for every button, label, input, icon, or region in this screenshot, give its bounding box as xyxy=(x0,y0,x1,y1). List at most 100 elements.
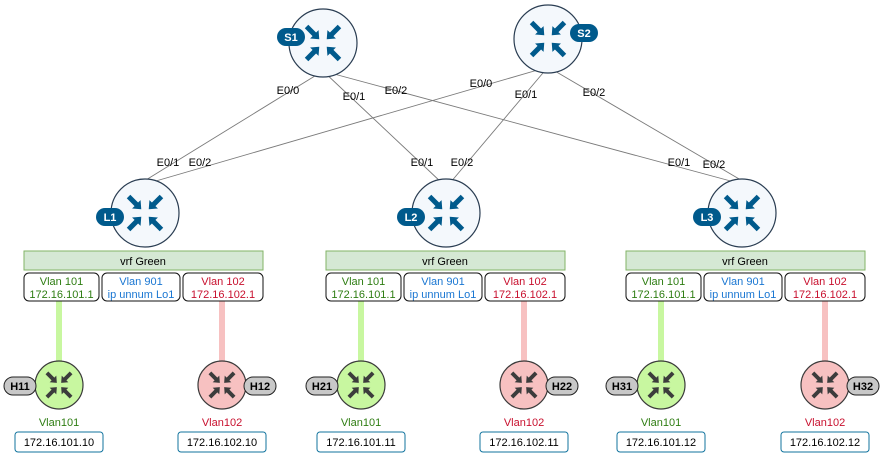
host-ip-address: 172.16.101.10 xyxy=(24,437,94,449)
host-name-badge xyxy=(243,376,277,396)
spine-router-s1[interactable]: S1 xyxy=(277,8,358,78)
spine-port-label: E0/0 xyxy=(277,85,300,97)
router-arrow xyxy=(745,194,761,210)
spine-leaf-link xyxy=(148,66,549,184)
vlan-address: ip unnum Lo1 xyxy=(108,289,175,301)
router-arrow xyxy=(811,371,823,383)
router-arrow xyxy=(208,371,220,383)
router-arrow xyxy=(61,371,73,383)
router-arrow xyxy=(326,46,342,62)
spine-leaf-link xyxy=(140,70,324,184)
links-layer: E0/0E0/1E0/1E0/1E0/2E0/1E0/0E0/2E0/1E0/2… xyxy=(56,66,828,365)
spine-name-label: S1 xyxy=(284,32,297,44)
host-ip-box xyxy=(616,431,706,453)
router-arrow xyxy=(61,387,73,399)
host-ip-address: 172.16.102.10 xyxy=(187,437,257,449)
vlan-address: 172.16.102.1 xyxy=(493,289,557,301)
router-arrow xyxy=(427,216,443,232)
vlan-id: Vlan 901 xyxy=(721,276,764,288)
router-icon-body xyxy=(197,360,247,410)
host-vlan-label: Vlan101 xyxy=(39,417,79,429)
router-arrow xyxy=(363,371,375,383)
vrf-bar xyxy=(325,250,566,271)
host-vlan-label: Vlan102 xyxy=(805,417,845,429)
router-arrow xyxy=(148,194,164,210)
leaf-name-badge xyxy=(693,208,721,226)
leaf-port-label: E0/1 xyxy=(411,157,434,169)
vlan-address: 172.16.101.1 xyxy=(29,289,93,301)
router-arrow xyxy=(224,371,236,383)
router-arrow xyxy=(449,216,465,232)
router-arrow xyxy=(449,194,465,210)
leaf-port-label: E0/2 xyxy=(451,157,474,169)
leaf-port-label: E0/2 xyxy=(703,159,726,171)
router-icon-body xyxy=(636,360,686,410)
vlan-address: ip unnum Lo1 xyxy=(710,289,777,301)
router-arrow xyxy=(326,24,342,40)
router-arrow xyxy=(363,387,375,399)
router-arrow xyxy=(224,387,236,399)
router-icon-body xyxy=(800,360,850,410)
leaf-name-badge xyxy=(96,208,124,226)
spine-port-label: E0/1 xyxy=(343,91,366,103)
router-arrow xyxy=(148,216,164,232)
vlan-id: Vlan 101 xyxy=(342,276,385,288)
spine-name-badge xyxy=(570,24,598,42)
leaf-router-l3[interactable]: L3 xyxy=(693,178,777,248)
router-arrow xyxy=(510,387,522,399)
host-name-badge xyxy=(605,376,639,396)
host-ip-box xyxy=(14,431,104,453)
leaf-name-label: L3 xyxy=(701,212,714,224)
vrf-bar xyxy=(23,250,264,271)
spine-port-label: E0/0 xyxy=(470,78,493,90)
host-ip-address: 172.16.102.11 xyxy=(489,437,559,449)
router-arrow xyxy=(45,371,57,383)
leaf-router-l1[interactable]: L1 xyxy=(96,178,180,248)
spine-router-s2[interactable]: S2 xyxy=(513,4,598,74)
vlan-address: 172.16.101.1 xyxy=(331,289,395,301)
host-ip-address: 172.16.101.12 xyxy=(626,437,696,449)
router-arrow xyxy=(827,371,839,383)
router-arrow xyxy=(126,194,142,210)
router-arrow xyxy=(208,387,220,399)
host-name-badge xyxy=(305,376,339,396)
host-name-badge xyxy=(3,376,37,396)
router-arrow xyxy=(510,371,522,383)
spine-port-label: E0/2 xyxy=(385,85,408,97)
vrf-label: vrf Green xyxy=(120,256,166,268)
vlan-id: Vlan 101 xyxy=(642,276,685,288)
host-name-badge xyxy=(545,376,579,396)
spine-port-label: E0/1 xyxy=(515,89,538,101)
leaf-name-badge xyxy=(397,208,425,226)
router-arrow xyxy=(529,20,545,36)
leaf-port-label: E0/1 xyxy=(157,157,180,169)
router-arrow xyxy=(304,24,320,40)
spine-name-badge xyxy=(277,28,305,46)
router-icon-body xyxy=(513,4,583,74)
router-arrow xyxy=(663,387,675,399)
router-arrow xyxy=(647,387,659,399)
host-ip-box xyxy=(316,431,406,453)
router-arrow xyxy=(126,216,142,232)
host-vlan-label: Vlan101 xyxy=(641,417,681,429)
router-arrow xyxy=(526,387,538,399)
router-arrow xyxy=(647,371,659,383)
host-name-label: H22 xyxy=(552,381,572,393)
leaf-router-l2[interactable]: L2 xyxy=(397,178,481,248)
vrf-bar xyxy=(625,250,866,271)
